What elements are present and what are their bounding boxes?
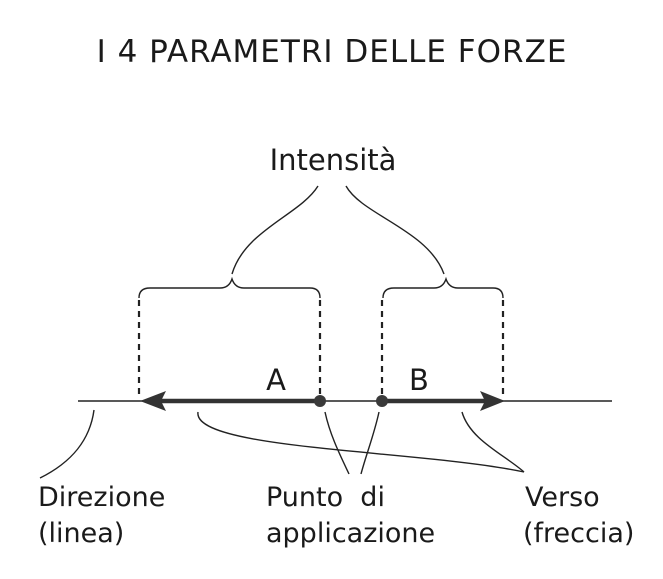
vector-a-arrowhead <box>140 391 166 411</box>
intensity-connector-right <box>345 185 445 275</box>
vector-a-application-point <box>314 395 326 407</box>
verse-label-line2: (freccia) <box>523 518 634 549</box>
verse-connector-a <box>197 411 525 473</box>
point-label-line2: applicazione <box>266 518 435 549</box>
vector-b-application-point <box>376 395 388 407</box>
verse-connector-b <box>461 411 525 473</box>
vector-b-arrowhead <box>480 391 505 411</box>
intensity-brace-a <box>138 276 321 299</box>
intensity-brace-b <box>382 276 504 299</box>
intensity-connector-left <box>231 185 319 275</box>
intensity-label: Intensità <box>270 143 397 177</box>
verse-label-line1: Verso <box>525 482 600 513</box>
vector-a-label: A <box>266 363 286 397</box>
point-label-line1: Punto di <box>266 482 385 513</box>
direction-connector <box>39 409 95 479</box>
point-connector-a <box>324 411 350 475</box>
direction-label-line1: Direzione <box>38 482 165 513</box>
point-connector-b <box>360 411 380 475</box>
diagram-title: I 4 PARAMETRI DELLE FORZE <box>97 34 568 70</box>
vector-b-label: B <box>409 363 429 397</box>
direction-label-line2: (linea) <box>38 518 124 549</box>
